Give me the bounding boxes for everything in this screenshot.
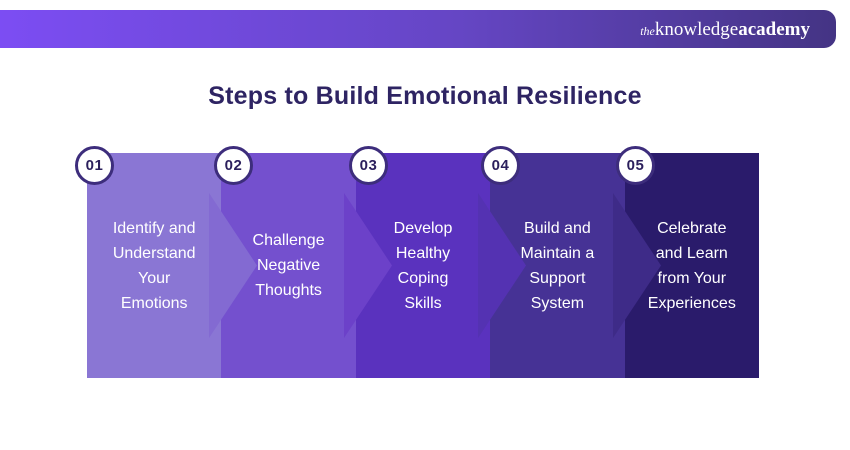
step-label-4: Build and Maintain a Support System xyxy=(520,219,595,312)
step-label-3: Develop Healthy Coping Skills xyxy=(393,219,453,312)
brand-banner: theknowledgeacademy xyxy=(0,10,836,48)
step-number-badge-1: 01 xyxy=(75,146,114,185)
step-number-badge-5: 05 xyxy=(616,146,655,185)
step-number-badge-4: 04 xyxy=(481,146,520,185)
knowledge-academy-logo: theknowledgeacademy xyxy=(640,20,810,39)
step-label-2: Challenge Negative Thoughts xyxy=(252,232,325,299)
step-number-badge-3: 03 xyxy=(349,146,388,185)
logo-the: the xyxy=(640,23,655,38)
page-title: Steps to Build Emotional Resilience xyxy=(208,82,642,110)
steps-diagram: Identify and Understand Your Emotions Ch… xyxy=(75,146,759,378)
logo-academy: academy xyxy=(738,18,810,40)
step-block-5: Celebrate and Learn from Your Experience… xyxy=(624,153,759,378)
step-label-5: Celebrate and Learn from Your Experience… xyxy=(647,219,736,312)
step-number-badge-2: 02 xyxy=(214,146,253,185)
step-block-1: Identify and Understand Your Emotions xyxy=(87,153,222,378)
logo-knowledge: knowledge xyxy=(654,18,739,40)
step-label-1: Identify and Understand Your Emotions xyxy=(112,219,196,312)
